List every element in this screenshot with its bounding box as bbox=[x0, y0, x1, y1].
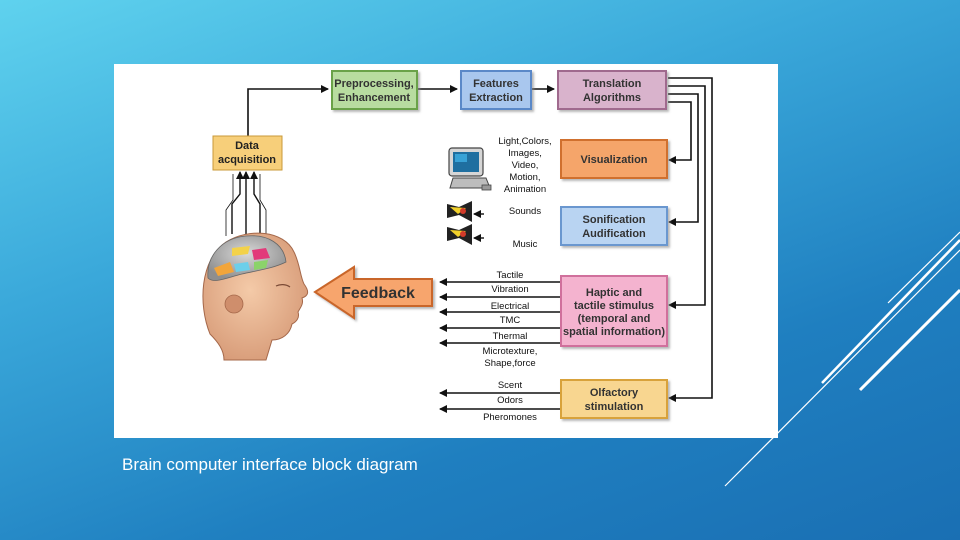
modality-label: Light,Colors, bbox=[498, 136, 551, 147]
box-label-line: Haptic and bbox=[586, 287, 642, 299]
data-acquisition-box: Data acquisition bbox=[212, 135, 283, 171]
monitor-icon bbox=[448, 147, 492, 191]
speaker-icon bbox=[447, 201, 472, 222]
box-label-line: Sonification bbox=[583, 214, 646, 226]
modality-label: Shape,force bbox=[484, 358, 535, 369]
box-label-line: Features bbox=[473, 78, 519, 90]
box-label-line: Algorithms bbox=[583, 92, 641, 104]
modality-label: Tactile bbox=[497, 270, 524, 281]
modality-label: Video, bbox=[512, 160, 539, 171]
box-label-line: Translation bbox=[583, 78, 642, 90]
box-label-line: acquisition bbox=[218, 154, 276, 166]
modality-label: Microtexture, bbox=[483, 346, 538, 357]
modality-label: Scent bbox=[498, 380, 523, 391]
box-label-line: Data bbox=[235, 140, 260, 152]
sound-arrows bbox=[473, 210, 484, 242]
modality-label: Vibration bbox=[491, 284, 528, 295]
modality-label: Motion, bbox=[509, 172, 540, 183]
box-label-line: (temporal and bbox=[578, 313, 651, 325]
modality-label: Thermal bbox=[493, 331, 528, 342]
box-label-line: Olfactory bbox=[590, 387, 639, 399]
slide-caption: Brain computer interface block diagram bbox=[122, 455, 418, 474]
deco-line bbox=[821, 239, 960, 384]
feedback-arrow: Feedback bbox=[313, 265, 433, 320]
modality-label: Music bbox=[513, 239, 538, 250]
translation-algorithms-box: Translation Algorithms bbox=[557, 70, 667, 110]
electrode-wires bbox=[225, 171, 267, 236]
sonification-box: Sonification Audification bbox=[560, 206, 668, 246]
box-label-line: tactile stimulus bbox=[574, 300, 654, 312]
feedback-label: Feedback bbox=[341, 285, 415, 302]
modality-label: Odors bbox=[497, 395, 523, 406]
pipeline-connectors bbox=[247, 77, 713, 402]
speaker-icon bbox=[447, 224, 472, 245]
features-extraction-box: Features Extraction bbox=[460, 70, 532, 110]
modality-label: Images, bbox=[508, 148, 542, 159]
deco-line bbox=[858, 288, 960, 392]
haptic-arrows bbox=[439, 278, 560, 347]
olfactory-modality-labels: Scent Odors Pheromones bbox=[483, 380, 537, 423]
visual-modality-labels: Light,Colors, Images, Video, Motion, Ani… bbox=[498, 136, 551, 195]
modality-label: Sounds bbox=[509, 206, 541, 217]
visualization-box: Visualization bbox=[560, 139, 668, 179]
haptic-stimulus-box: Haptic and tactile stimulus (temporal an… bbox=[560, 275, 668, 347]
modality-label: Animation bbox=[504, 184, 546, 195]
deco-line bbox=[887, 231, 960, 304]
bci-diagram-figure: Data acquisition Preprocessing, Enhancem… bbox=[114, 64, 778, 438]
modality-label: Pheromones bbox=[483, 412, 537, 423]
box-label-line: stimulation bbox=[585, 401, 644, 413]
human-head-illustration bbox=[202, 232, 309, 361]
box-label-line: Visualization bbox=[580, 154, 647, 166]
box-label-line: spatial information) bbox=[563, 326, 665, 338]
bci-diagram: Data acquisition Preprocessing, Enhancem… bbox=[202, 70, 713, 423]
box-label-line: Audification bbox=[582, 228, 646, 240]
box-label-line: Enhancement bbox=[338, 92, 410, 104]
modality-label: Electrical bbox=[491, 301, 530, 312]
olfactory-arrows bbox=[439, 389, 560, 413]
modality-label: TMC bbox=[500, 315, 521, 326]
box-label-line: Extraction bbox=[469, 92, 523, 104]
olfactory-box: Olfactory stimulation bbox=[560, 379, 668, 419]
preprocessing-box: Preprocessing, Enhancement bbox=[331, 70, 418, 110]
haptic-modality-labels: Tactile Vibration Electrical TMC Thermal… bbox=[483, 270, 538, 369]
box-label-line: Preprocessing, bbox=[334, 78, 413, 90]
